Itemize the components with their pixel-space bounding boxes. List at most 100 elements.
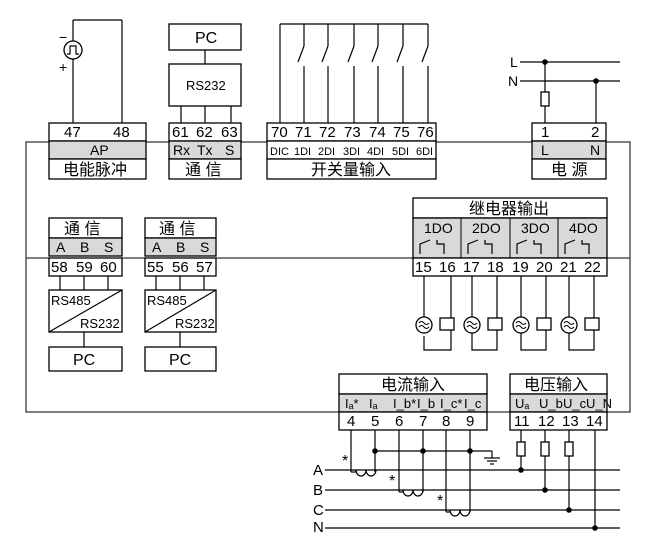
comm1-rs232: RS232 [80, 316, 120, 331]
comm2-pc: PC [169, 352, 191, 369]
power-line-l: L [510, 54, 518, 70]
current-pin-4: 4 [347, 413, 355, 430]
comm1-pin-59: 59 [76, 259, 93, 276]
comm2-header-b: B [176, 239, 185, 255]
comm2-pin-55: 55 [147, 259, 164, 276]
comm-top-rs232: RS232 [186, 78, 226, 93]
relay-pin-19: 19 [512, 259, 529, 276]
ct-a-coil [355, 469, 377, 477]
relay-pin-18: 18 [487, 259, 504, 276]
current-header-ia: Iₐ [369, 396, 378, 411]
power-pin-1: 1 [541, 124, 549, 141]
current-header-ib-star: I_b* [393, 396, 416, 411]
current-header-ib: I_b [417, 396, 435, 411]
relay-4do: 4DO [569, 220, 598, 236]
current-label: 电流输入 [381, 376, 445, 394]
power-header-l: L [541, 142, 549, 158]
switch-header-2di: 2DI [318, 146, 335, 158]
switch-header-3di: 3DI [343, 146, 360, 158]
comm-top-pin-61: 61 [172, 124, 189, 141]
ct-a-star: * [342, 453, 348, 470]
current-pin-7: 7 [419, 413, 427, 430]
comm2-header-a: A [152, 239, 162, 255]
current-pin-9: 9 [466, 413, 474, 430]
comm2-header-s: S [200, 239, 209, 255]
voltage-input-block: 电压输入 Uₐ U_b U_c U_N 11 12 13 14 [509, 373, 612, 431]
comm-rs485-block-2: 通 信 A B S 55 56 57 RS485 RS232 PC [144, 217, 217, 372]
comm2-rs232: RS232 [175, 316, 215, 331]
switch-contacts [297, 24, 429, 123]
comm-top-header-rx: Rx [173, 142, 190, 158]
pulse-minus-sign: − [59, 29, 67, 45]
comm1-label: 通 信 [64, 220, 100, 238]
relay-pin-20: 20 [536, 259, 553, 276]
current-header-ia-star: Iₐ* [345, 396, 359, 411]
switch-header-6di: 6DI [416, 146, 433, 158]
phase-b-label: B [313, 482, 323, 499]
current-pin-8: 8 [442, 413, 450, 430]
fuse-uc-icon [564, 441, 574, 457]
power-label: 电 源 [551, 161, 587, 179]
comm-top-header-s: S [225, 142, 234, 158]
power-block: L N 1 2 L N 电 源 [508, 54, 620, 180]
switch-pin-76: 76 [417, 124, 434, 141]
phase-n-label: N [313, 519, 324, 536]
ct-c-star: * [437, 493, 443, 510]
comm2-pin-56: 56 [172, 259, 189, 276]
voltage-pin-13: 13 [562, 413, 579, 430]
comm-rs232-block: PC RS232 61 62 63 Rx Tx S 通 信 [168, 23, 242, 180]
relay-2do: 2DO [472, 220, 501, 236]
relay-pin-16: 16 [439, 259, 456, 276]
current-header-ic: I_c [464, 396, 482, 411]
relay-pin-21: 21 [560, 259, 577, 276]
pulse-pin-47: 47 [64, 124, 81, 141]
fuse-ub-icon [540, 441, 550, 457]
voltage-pin-12: 12 [538, 413, 555, 430]
power-line-n: N [508, 73, 518, 89]
comm-top-header-tx: Tx [197, 142, 213, 158]
pulse-header-ap: AP [90, 142, 109, 158]
voltage-label: 电压输入 [524, 376, 588, 394]
current-header-ic-star: I_c* [440, 396, 462, 411]
comm2-pin-57: 57 [196, 259, 213, 276]
ct-c-coil [449, 509, 471, 517]
comm1-pin-58: 58 [51, 259, 68, 276]
comm-top-pc: PC [195, 30, 217, 47]
phase-wiring: A B C N * * * [313, 430, 620, 536]
comm2-rs485: RS485 [147, 293, 187, 308]
relay-pin-17: 17 [463, 259, 480, 276]
pulse-label: 电能脉冲 [63, 161, 127, 179]
switch-header-4di: 4DI [367, 146, 384, 158]
current-input-block: 电流输入 Iₐ* Iₐ I_b* I_b I_c* I_c 4 5 6 7 8 … [338, 373, 488, 431]
voltage-pin-14: 14 [586, 413, 603, 430]
comm1-header-a: A [56, 239, 66, 255]
relay-pin-22: 22 [584, 259, 601, 276]
comm-top-pin-63: 63 [221, 124, 238, 141]
ground-icon [484, 451, 500, 465]
switch-label: 开关量输入 [311, 161, 391, 179]
comm-top-label: 通 信 [185, 161, 221, 179]
relay-label: 继电器输出 [469, 200, 549, 218]
current-pin-5: 5 [371, 413, 379, 430]
relay-output-block: 继电器输出 1DO 2DO 3DO 4DO 15 16 17 18 19 20 … [412, 197, 608, 351]
phase-c-label: C [313, 502, 324, 519]
power-pin-2: 2 [591, 124, 599, 141]
voltage-pin-11: 11 [514, 413, 530, 430]
switch-pin-70: 70 [271, 124, 288, 141]
comm-rs485-block-1: 通 信 A B S 58 59 60 RS485 RS232 PC [48, 217, 123, 372]
switch-pin-74: 74 [369, 124, 386, 141]
current-pin-6: 6 [395, 413, 403, 430]
voltage-header-ub: U_b [539, 396, 563, 411]
switch-pin-71: 71 [295, 124, 312, 141]
voltage-header-ua: Uₐ [515, 396, 529, 411]
comm1-rs485: RS485 [51, 293, 91, 308]
relay-3do: 3DO [521, 220, 550, 236]
voltage-header-un: U_N [586, 396, 612, 411]
switch-header-5di: 5DI [392, 146, 409, 158]
relay-1do: 1DO [424, 220, 453, 236]
switch-header-dic: DIC [270, 146, 289, 158]
ct-b-coil [402, 489, 424, 497]
power-header-n: N [590, 142, 600, 158]
voltage-header-uc: U_c [563, 396, 587, 411]
